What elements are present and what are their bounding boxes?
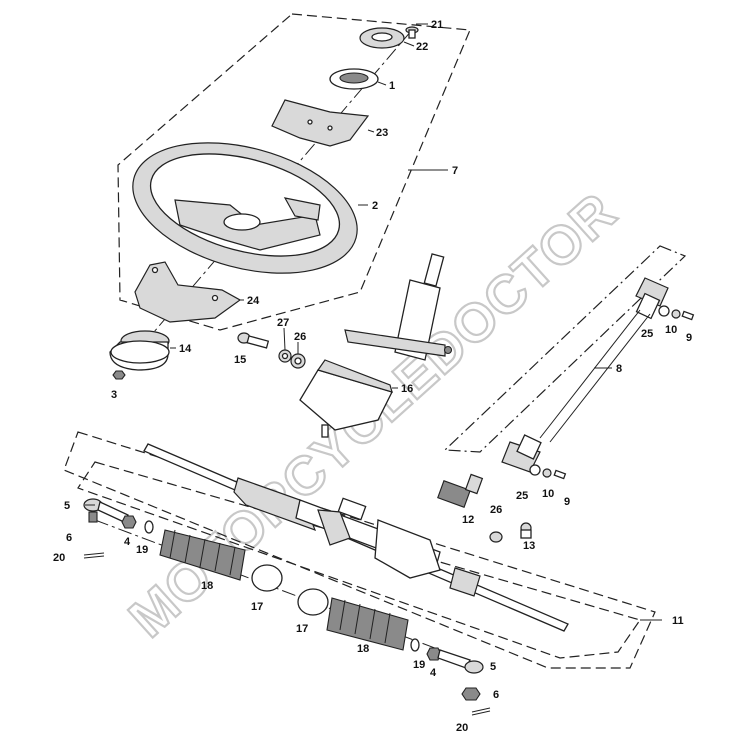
nut-10-upper: [671, 309, 681, 319]
boot-18-right: [326, 597, 409, 651]
hub-plate-23: [271, 99, 370, 147]
band-17-left: [251, 564, 283, 592]
callout-6-left: 6: [66, 532, 72, 544]
inner-rack-outline: [77, 461, 641, 659]
callout-24: 24: [247, 295, 260, 307]
steering-wheel-2: [132, 142, 358, 274]
emblem-cover-22: [359, 27, 405, 49]
screw-21: [405, 26, 419, 39]
callout-6-right: 6: [493, 689, 499, 701]
callout-16: 16: [401, 383, 413, 395]
bolt-15: [237, 332, 270, 349]
band-17-right: [297, 588, 329, 616]
steering-column-16: [299, 253, 453, 438]
callout-26-lower: 26: [490, 504, 502, 516]
bolt-13: [520, 522, 532, 539]
callout-15: 15: [234, 354, 246, 366]
callout-25-lower: 25: [516, 490, 528, 502]
callout-20-right: 20: [456, 722, 468, 734]
boss-14: [109, 330, 170, 371]
callout-3: 3: [111, 389, 117, 401]
intermediate-shaft-8: [501, 277, 669, 473]
callout-9-lower: 9: [564, 496, 570, 508]
steering-wheel-group-outline: [117, 13, 471, 331]
callout-9-upper: 9: [686, 332, 692, 344]
callout-19-left: 19: [136, 544, 148, 556]
steering-rack-11: [143, 443, 569, 632]
leader-lines: [85, 23, 662, 621]
pinion-12: [437, 473, 484, 508]
horn-button-1: [329, 68, 379, 90]
callout-26-upper: 26: [294, 331, 306, 343]
boot-18-left: [159, 529, 246, 581]
callout-10-lower: 10: [542, 488, 554, 500]
steering-shaft-group-outline: [443, 245, 687, 453]
callout-27: 27: [277, 317, 289, 329]
nut-6-right: [461, 687, 481, 701]
nut-6-left: [88, 511, 98, 523]
callout-18-right: 18: [357, 643, 369, 655]
callout-21: 21: [431, 19, 443, 31]
callout-13: 13: [523, 540, 535, 552]
callout-11: 11: [672, 615, 684, 627]
callout-18-left: 18: [201, 580, 213, 592]
callout-17-left: 17: [251, 601, 263, 613]
callout-22: 22: [416, 41, 428, 53]
hub-adapter-24: [134, 261, 242, 323]
callout-19-right: 19: [413, 659, 425, 671]
callout-12: 12: [462, 514, 474, 526]
callout-25-upper: 25: [641, 328, 653, 340]
bolt-9-lower: [553, 469, 567, 480]
callout-4-left: 4: [124, 536, 131, 548]
steering-rack-group-outline: [63, 431, 656, 669]
nut-10-lower: [542, 468, 552, 478]
washer-26-lower: [489, 531, 503, 543]
bolt-9-upper: [681, 310, 695, 321]
callout-2: 2: [372, 200, 378, 212]
nut-4-right: [426, 647, 442, 661]
callout-17-right: 17: [296, 623, 308, 635]
callout-20-left: 20: [53, 552, 65, 564]
cotter-pin-20-left: [83, 552, 105, 559]
callout-5-right: 5: [490, 661, 496, 673]
callout-4-right: 4: [430, 667, 437, 679]
washer-27: [278, 349, 292, 363]
callout-5-left: 5: [64, 500, 70, 512]
bolt-25-lower: [529, 464, 541, 476]
tie-rod-end-5-right: [437, 649, 484, 674]
clip-19-right: [410, 638, 420, 652]
group-outlines: [63, 13, 687, 669]
callout-10-upper: 10: [665, 324, 677, 336]
clip-19-left: [144, 520, 154, 534]
cotter-pin-20-right: [471, 707, 491, 716]
nut-4-left: [121, 515, 137, 529]
washer-26-upper: [290, 353, 306, 369]
bolt-25-upper: [658, 305, 670, 317]
callouts: 21 22 1 23 7 2 24 27 26 14 15 3 16 8 25 …: [53, 19, 692, 734]
nut-3: [112, 370, 126, 380]
callout-1: 1: [389, 80, 395, 92]
callout-23: 23: [376, 127, 388, 139]
callout-7: 7: [452, 165, 458, 177]
callout-8: 8: [616, 363, 622, 375]
callout-14: 14: [179, 343, 192, 355]
